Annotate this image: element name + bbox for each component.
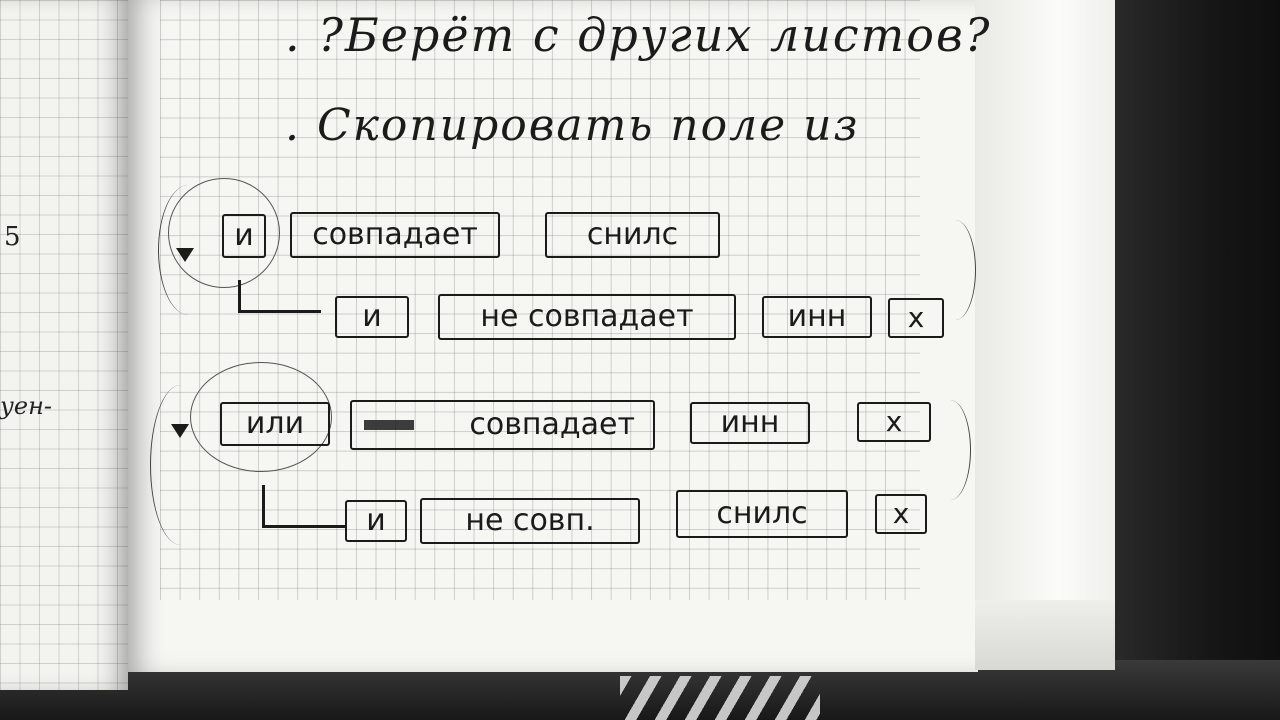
field-select[interactable]: снилс — [545, 212, 720, 258]
remove-button[interactable]: x — [857, 402, 931, 442]
notebook-page-edge — [975, 0, 1115, 665]
nesting-connector — [238, 280, 321, 313]
remove-button[interactable]: x — [875, 494, 927, 534]
background-graphic — [620, 676, 820, 720]
group-bracket-left-1 — [158, 185, 219, 315]
condition-select[interactable]: совпадает — [350, 400, 655, 450]
operator-select[interactable]: и — [222, 214, 266, 258]
background-dark-right — [1110, 0, 1280, 720]
graph-paper-grid — [160, 0, 920, 600]
nesting-connector — [262, 485, 345, 528]
group-bracket-right-1 — [935, 220, 976, 320]
notebook-left-page: 5 уен- — [0, 0, 128, 690]
margin-mark: 5 — [4, 222, 21, 252]
condition-select[interactable]: не совпадает — [438, 294, 736, 340]
note-line-2: . Скопировать поле из — [285, 100, 860, 151]
collapse-triangle-icon[interactable] — [176, 248, 194, 262]
remove-button[interactable]: x — [888, 298, 944, 338]
note-line-1: . ?Берёт с других листов? — [285, 8, 992, 62]
field-select[interactable]: инн — [762, 296, 872, 338]
notebook-page-edge-bottom — [975, 600, 1115, 670]
group-bracket-left-2 — [150, 385, 211, 545]
group-bracket-right-2 — [930, 400, 971, 500]
condition-select[interactable]: не совп. — [420, 498, 640, 544]
circle-annotation-1 — [168, 178, 280, 288]
margin-word: уен- — [0, 392, 53, 420]
operator-select[interactable]: и — [335, 296, 409, 338]
field-select[interactable]: снилс — [676, 490, 848, 538]
field-select[interactable]: инн — [690, 402, 810, 444]
circle-annotation-2 — [190, 362, 332, 472]
operator-select[interactable]: или — [220, 402, 330, 446]
condition-select[interactable]: совпадает — [290, 212, 500, 258]
operator-select[interactable]: и — [345, 500, 407, 542]
strikethrough-scribble — [364, 420, 414, 430]
collapse-triangle-icon[interactable] — [171, 424, 189, 438]
